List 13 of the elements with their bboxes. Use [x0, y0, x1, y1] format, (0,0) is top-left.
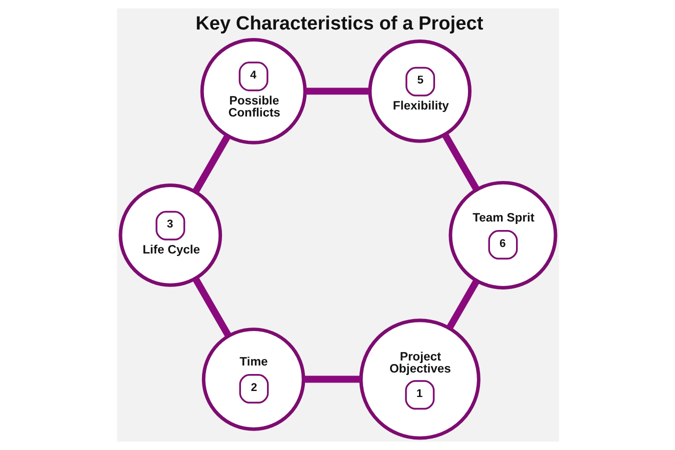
node-circle: Project Objectives 1	[358, 318, 480, 440]
node-circle: Time 2	[201, 328, 305, 431]
connector	[192, 134, 230, 194]
node-circle: Team Sprit 6	[448, 180, 557, 290]
node-circle: 3 Life Cycle	[118, 184, 222, 287]
connector	[442, 133, 480, 192]
connector	[446, 279, 480, 330]
connector	[304, 88, 370, 95]
node-circle: 5 Flexibility	[368, 40, 472, 143]
node-circle: 4 Possible Conflicts	[200, 38, 306, 144]
connector	[192, 276, 231, 338]
diagram-title: Key Characteristics of a Project	[195, 14, 483, 35]
connector	[303, 376, 360, 383]
